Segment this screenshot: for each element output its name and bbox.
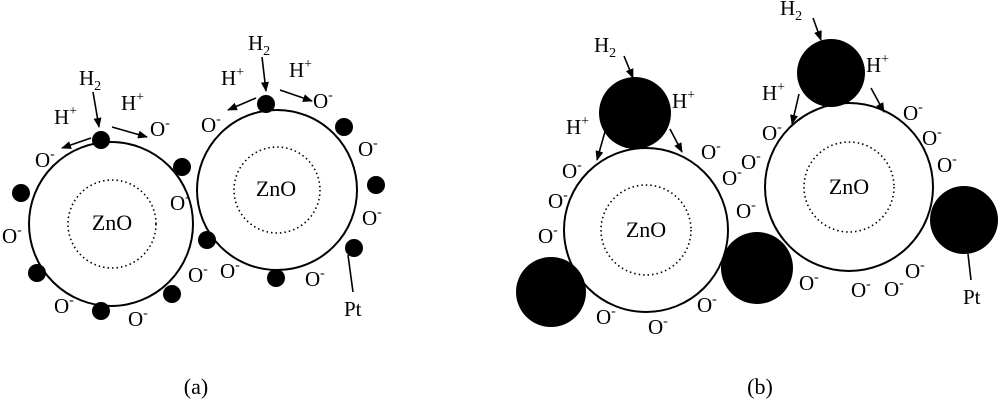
arrow — [623, 55, 634, 79]
zno-core-left — [600, 184, 692, 276]
oxygen-ion-label: O- — [903, 100, 923, 125]
oxygen-ion-label: O- — [188, 262, 208, 287]
h2-label: H2 — [79, 66, 101, 94]
proton-label: H+ — [672, 88, 695, 113]
oxygen-ion-label: O- — [736, 198, 756, 223]
pt-leader — [967, 253, 972, 281]
zno-label-left: ZnO — [626, 217, 666, 242]
proton-label: H+ — [566, 114, 589, 139]
proton-label: H+ — [762, 80, 785, 105]
oxygen-ion-label: O- — [922, 125, 942, 150]
proton-label: H+ — [221, 65, 244, 90]
oxygen-ion-label: O- — [762, 120, 782, 145]
pt-particle — [28, 264, 46, 282]
pt-particle — [516, 257, 586, 327]
zno-label-right: ZnO — [256, 176, 296, 201]
zno-label-right: ZnO — [829, 174, 869, 199]
arrow — [227, 97, 257, 111]
oxygen-ion-label: O- — [799, 270, 819, 295]
pt-label: Pt — [344, 297, 362, 321]
proton-label: H+ — [289, 57, 312, 82]
oxygen-ion-label: O- — [697, 292, 717, 317]
arrow — [92, 91, 102, 128]
pt-particle — [721, 232, 793, 304]
oxygen-ion-label: O- — [220, 258, 240, 283]
oxygen-ion-label: O- — [313, 88, 333, 113]
h2-label: H2 — [780, 0, 802, 24]
oxygen-ion-label: O- — [201, 112, 221, 137]
zno-core-right — [233, 146, 321, 234]
pt-label: Pt — [963, 285, 981, 309]
oxygen-ion-label: O- — [648, 314, 668, 339]
oxygen-ion-label: O- — [2, 223, 22, 248]
zno-label-left: ZnO — [92, 210, 132, 235]
oxygen-ion-label: O- — [305, 266, 325, 291]
oxygen-ion-label: O- — [170, 190, 190, 215]
oxygen-ions-a: O- O- O- O- O- O- O- O- O- O- O- O- O- — [2, 88, 382, 331]
pt-particle — [599, 77, 671, 149]
oxygen-ion-label: O- — [741, 149, 761, 174]
pt-particle — [92, 302, 110, 320]
pt-particles-a — [12, 95, 385, 320]
proton-label: H+ — [54, 104, 77, 129]
proton-label: H+ — [866, 52, 889, 77]
pt-particle — [367, 176, 385, 194]
pt-particle — [12, 184, 30, 202]
oxygen-ion-label: O- — [851, 277, 871, 302]
zno-grain-left — [28, 141, 194, 307]
oxygen-ion-label: O- — [128, 306, 148, 331]
oxygen-ion-label: O- — [905, 258, 925, 283]
pt-particle — [257, 95, 275, 113]
arrow — [669, 128, 683, 153]
pt-particle — [335, 118, 353, 136]
h2-label: H2 — [248, 31, 270, 59]
arrow — [111, 126, 148, 139]
oxygen-ion-label: O- — [150, 116, 170, 141]
oxygen-ion-label: O- — [538, 223, 558, 248]
oxygen-ion-label: O- — [562, 158, 582, 183]
panel-b: ZnO ZnO H2 H2 H+ H+ H+ H+ O — [516, 0, 998, 399]
pt-particle — [267, 269, 285, 287]
pt-particles-b — [516, 39, 998, 327]
zno-grain-left — [563, 147, 729, 313]
panel-a: ZnO ZnO H2 H2 — [2, 31, 385, 399]
oxygen-ion-label: O- — [54, 293, 74, 318]
oxygen-ion-label: O- — [937, 152, 957, 177]
caption-b: (b) — [747, 374, 773, 399]
reaction-arrows-a — [61, 56, 354, 293]
reaction-arrows-b — [595, 17, 972, 281]
h2-label: H2 — [594, 33, 616, 61]
oxygen-ion-label: O- — [362, 205, 382, 230]
zno-grain-right — [764, 102, 934, 272]
pt-particle — [345, 239, 363, 257]
oxygen-ions-b: O- O- O- O- O- O- O- O- O- O- O- O- O- O… — [538, 100, 957, 339]
arrow — [595, 127, 607, 161]
arrow — [870, 87, 885, 113]
oxygen-ion-label: O- — [35, 147, 55, 172]
pt-particle — [163, 285, 181, 303]
arrow — [812, 17, 822, 41]
arrow — [61, 137, 92, 149]
caption-a: (a) — [184, 374, 208, 399]
zno-core-left — [67, 179, 157, 269]
oxygen-ion-label: O- — [884, 276, 904, 301]
oxygen-ion-label: O- — [358, 136, 378, 161]
zno-core-right — [803, 141, 895, 233]
arrow — [260, 56, 269, 92]
oxygen-ion-label: O- — [548, 188, 568, 213]
oxygen-ion-label: O- — [722, 165, 742, 190]
pt-particle — [930, 186, 998, 254]
proton-label: H+ — [121, 90, 144, 115]
arrow — [790, 93, 800, 125]
pt-particle — [173, 158, 191, 176]
pt-particle — [92, 131, 110, 149]
oxygen-ion-label: O- — [701, 139, 721, 164]
oxygen-ion-label: O- — [596, 304, 616, 329]
pt-particle — [198, 231, 216, 249]
pt-leader — [347, 254, 354, 293]
pt-particle — [797, 39, 865, 107]
arrow — [279, 89, 313, 102]
